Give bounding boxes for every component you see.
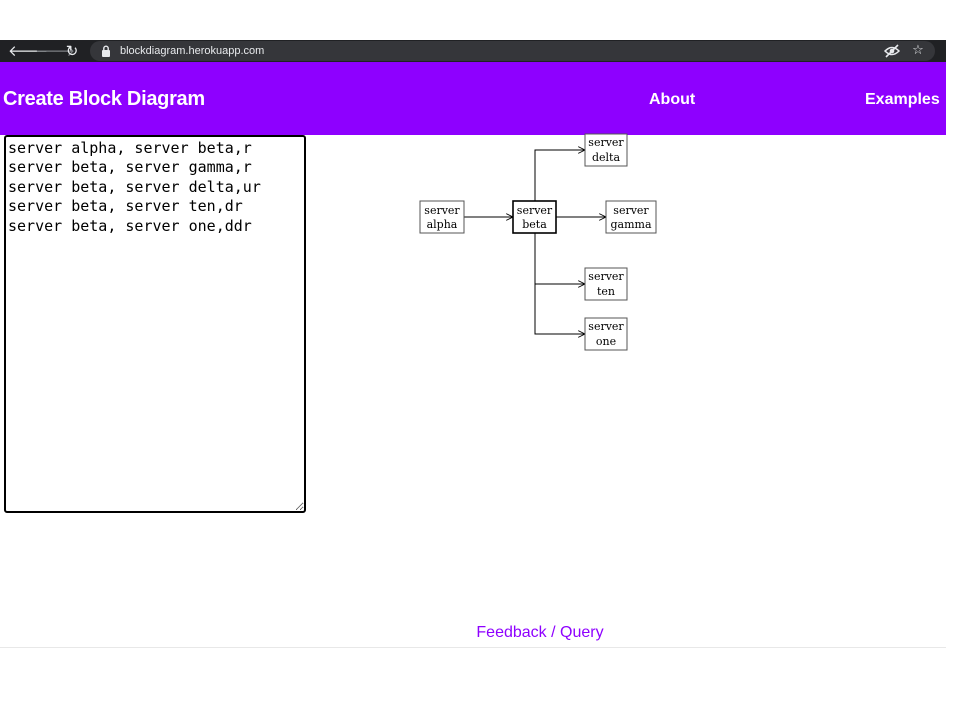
node-server-alpha: server alpha	[419, 200, 465, 234]
diagram-edges	[464, 150, 606, 334]
nav-about-link[interactable]: About	[649, 91, 696, 108]
browser-toolbar: 🡐 🡒 ↻ blockdiagram.herokuapp.com ☆	[0, 40, 946, 62]
block-diagram: server alpha server beta server gamma se…	[419, 133, 657, 351]
node-server-beta: server beta	[512, 200, 557, 234]
node-label-line2: one	[596, 335, 616, 348]
node-label-line1: server	[588, 136, 624, 149]
footer-separator: /	[546, 624, 561, 641]
node-label-line1: server	[517, 204, 553, 217]
lock-icon	[102, 45, 110, 57]
edge-beta-one	[534, 284, 585, 334]
node-server-delta: server delta	[584, 133, 628, 167]
eye-off-icon[interactable]	[883, 42, 901, 60]
query-link[interactable]: Query	[560, 624, 604, 641]
node-label-line2: alpha	[427, 218, 458, 231]
footer-divider	[0, 647, 946, 648]
address-bar[interactable]	[90, 41, 935, 61]
diagram-input-textarea[interactable]: server alpha, server beta,r server beta,…	[4, 135, 306, 513]
nav-examples-link[interactable]: Examples	[865, 91, 940, 108]
site-title[interactable]: Create Block Diagram	[3, 88, 205, 110]
footer: Feedback / Query	[0, 624, 946, 642]
node-label-line1: server	[613, 204, 649, 217]
node-label-line2: gamma	[610, 218, 651, 231]
feedback-link[interactable]: Feedback	[476, 624, 547, 641]
star-icon[interactable]: ☆	[912, 43, 924, 58]
url-text[interactable]: blockdiagram.herokuapp.com	[120, 45, 265, 57]
node-label-line1: server	[588, 320, 624, 333]
node-label-line1: server	[424, 204, 460, 217]
node-label-line1: server	[588, 270, 624, 283]
edge-beta-delta	[534, 150, 585, 202]
node-server-gamma: server gamma	[605, 200, 657, 234]
node-server-ten: server ten	[584, 267, 628, 301]
node-label-line2: delta	[592, 151, 620, 164]
site-header: Create Block Diagram About Examples	[0, 62, 946, 135]
forward-arrow-icon[interactable]: 🡒	[35, 42, 76, 60]
node-server-one: server one	[584, 317, 628, 351]
back-arrow-icon[interactable]: 🡐	[8, 42, 49, 60]
node-label-line2: beta	[522, 218, 547, 231]
reload-icon[interactable]: ↻	[65, 42, 79, 60]
edge-beta-ten	[534, 233, 585, 284]
node-label-line2: ten	[597, 285, 615, 298]
